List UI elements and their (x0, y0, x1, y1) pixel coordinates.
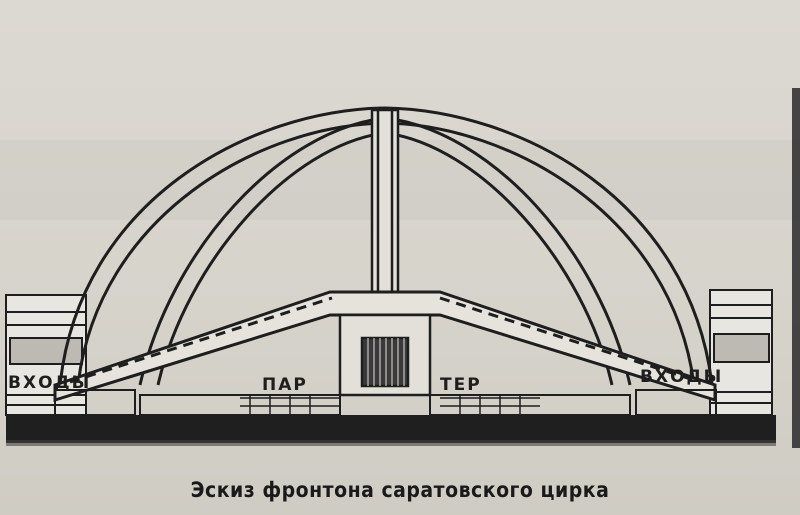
base-window-bands (54, 389, 717, 416)
central-entrance (338, 313, 432, 397)
right-entrance-label: ВХОДЫ (640, 367, 723, 387)
center-left-label: ПАР (262, 375, 308, 395)
canopy-dashes (69, 296, 701, 384)
ground-base (6, 415, 776, 443)
paper-edge-shadow (792, 88, 800, 448)
sketch-caption: Эскиз фронтона саратовского цирка (190, 478, 610, 502)
left-side-block (5, 294, 87, 416)
circus-facade-sketch: ВХОДЫ ВХОДЫ ПАР ТЕР (0, 106, 800, 446)
bleed-through-shade (0, 140, 800, 220)
left-entrance-label: ВХОДЫ (8, 373, 91, 393)
center-right-label: ТЕР (440, 375, 482, 395)
ground-shadow (6, 440, 776, 446)
right-side-block (709, 289, 773, 416)
central-pillar (370, 108, 400, 297)
